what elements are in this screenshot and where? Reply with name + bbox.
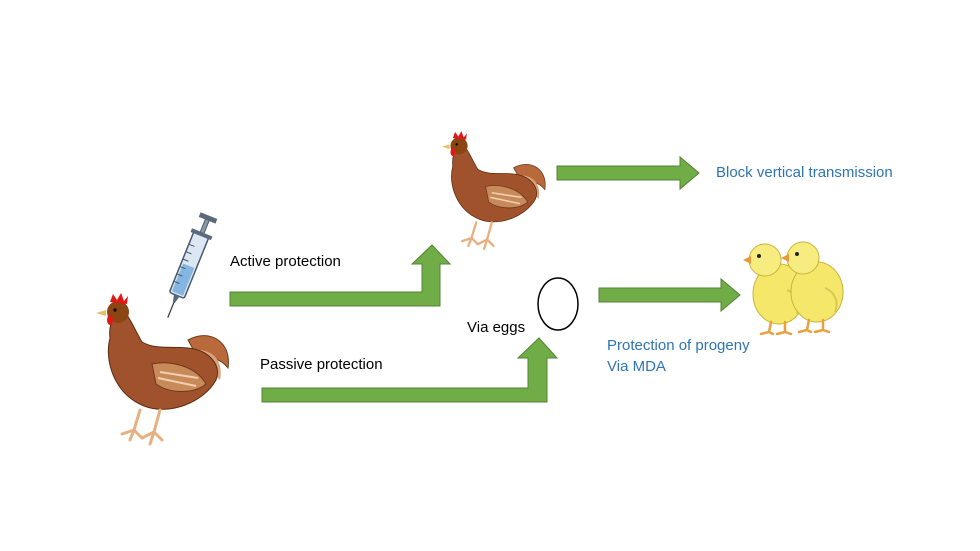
chick-icon <box>743 243 806 336</box>
progeny-arrow <box>598 277 741 313</box>
block-transmission-arrow <box>556 155 700 191</box>
protection-of-progeny-label: Protection of progeny <box>607 337 750 354</box>
syringe-icon <box>167 212 218 318</box>
passive-protection-arrow <box>261 337 559 403</box>
via-eggs-label: Via eggs <box>467 319 526 336</box>
via-mda-label: Via MDA <box>607 358 666 375</box>
block-vertical-transmission-label: Block vertical transmission <box>716 164 893 181</box>
active-protection-label: Active protection <box>230 253 341 270</box>
passive-protection-label: Passive protection <box>260 356 383 373</box>
chick-icon <box>781 241 844 334</box>
active-protection-arrow <box>229 244 452 307</box>
hen-icon <box>441 131 546 251</box>
egg-icon <box>537 277 579 331</box>
hen-icon <box>96 293 229 446</box>
